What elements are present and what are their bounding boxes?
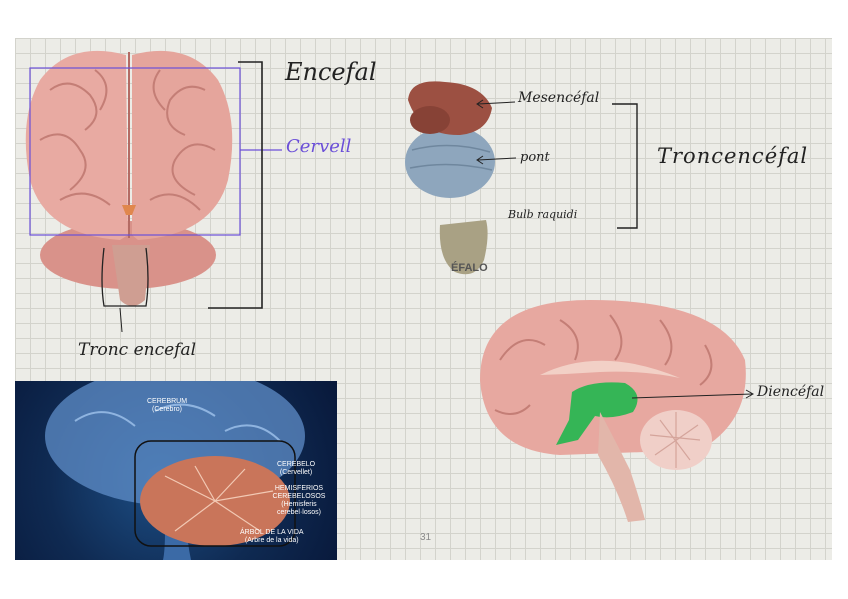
tronc-bracket [612, 103, 638, 229]
brainstem-caption: ÉFALO [451, 262, 488, 274]
annotation-cervell: Cervell [286, 136, 352, 157]
cerebelo-label: CEREBELO(Cervellet) [277, 461, 316, 476]
annotation-diencefal: Diencéfal [757, 384, 825, 400]
frontal-brain-illustration [25, 50, 233, 306]
arbol-label: ÁRBOL DE LA VIDA(Arbre de la vida) [240, 529, 304, 544]
annotation-troncencefal: Troncencéfal [657, 144, 809, 168]
cerebellum-photo: CEREBRUM(Cerebro) CEREBELO(Cervellet) HE… [15, 381, 337, 560]
hemisferios-label: HEMISFERIOS CEREBELOSOS(Hemisferis cereb… [272, 485, 326, 516]
annotation-tronc-encefal: Tronc encefal [78, 340, 197, 360]
annotation-mesencefal: Mesencéfal [518, 90, 600, 106]
annotation-encefal: Encefal [285, 58, 377, 86]
page-number: 31 [420, 532, 432, 543]
cerebrum-label: CEREBRUM(Cerebro) [147, 398, 188, 413]
brainstem-illustration [405, 81, 495, 275]
encefal-bracket [208, 61, 263, 309]
cervell-outline [29, 67, 241, 236]
tronc-outline [101, 247, 149, 307]
annotation-pont: pont [520, 150, 550, 165]
sagittal-brain-illustration [480, 300, 746, 522]
photo-drawing [45, 381, 305, 560]
annotation-bulb: Bulb raquidi [508, 208, 578, 221]
